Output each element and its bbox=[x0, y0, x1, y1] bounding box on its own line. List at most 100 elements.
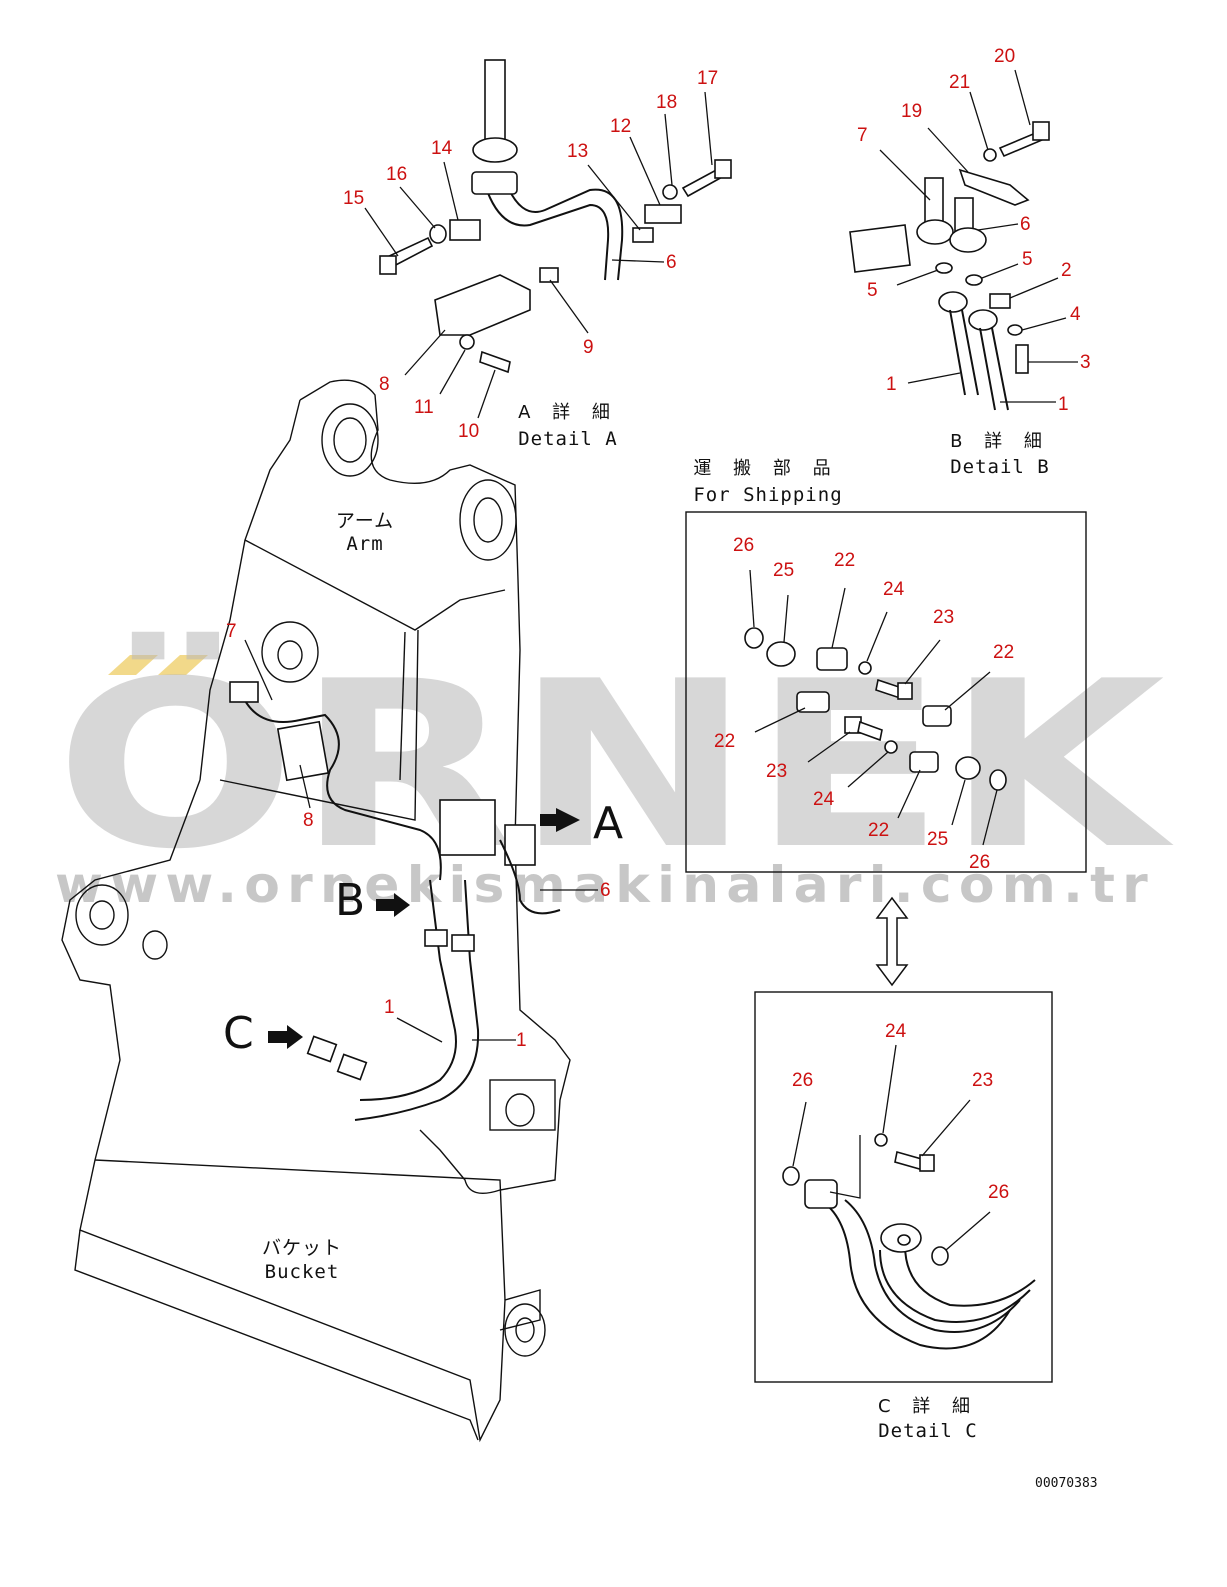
callout-b-4: 4 bbox=[1070, 304, 1081, 325]
detail-a-bolt-10 bbox=[479, 350, 511, 374]
detail-a-bolt-17-head bbox=[714, 159, 732, 179]
arm-rib bbox=[399, 631, 406, 781]
view-arrow-b-icon bbox=[376, 893, 410, 917]
detail-a-pipe-6 bbox=[484, 184, 610, 281]
detail-a-washer-18 bbox=[662, 184, 678, 200]
shipping-frame bbox=[685, 511, 1087, 873]
leader-a-6 bbox=[611, 259, 665, 263]
leader-main-7 bbox=[244, 639, 273, 701]
callout-b-7: 7 bbox=[857, 125, 868, 146]
bucket-back-edge bbox=[94, 1159, 506, 1301]
leader-b-5b bbox=[981, 263, 1019, 279]
detail-b-caption-jp: B 詳 細 bbox=[950, 431, 1050, 452]
detail-a-clamp-13 bbox=[632, 227, 654, 243]
detail-b-flange-6b bbox=[949, 227, 987, 253]
shipping-clamp-22c bbox=[922, 705, 952, 727]
callout-main-1a: 1 bbox=[384, 997, 395, 1018]
callout-a-9: 9 bbox=[583, 337, 594, 358]
leader-b-2 bbox=[1009, 277, 1059, 299]
hose-1-clamp-left bbox=[424, 929, 448, 947]
leader-ship-23a bbox=[904, 639, 941, 685]
shipping-clamp-22d bbox=[909, 751, 939, 773]
detail-a-bracket-8 bbox=[434, 274, 531, 336]
arm-assembly-drawing: A B C 7 8 6 1 1 アーム Arm バケット Bucket bbox=[61, 379, 623, 1443]
shipping-oring-26b bbox=[989, 769, 1007, 791]
leader-b-7 bbox=[879, 149, 931, 201]
hose-1-clamp-right bbox=[451, 934, 475, 952]
shipping-washer-24b bbox=[884, 740, 898, 754]
callout-b-1b: 1 bbox=[1058, 394, 1069, 415]
leader-c-24 bbox=[882, 1044, 897, 1134]
shipping-caption-jp: 運 搬 部 品 bbox=[693, 458, 838, 479]
leader-c-23 bbox=[921, 1099, 971, 1157]
detail-a-clip-9 bbox=[539, 267, 559, 283]
shipping-clamp-22a bbox=[816, 647, 848, 671]
hose-1-fitting-right bbox=[336, 1053, 368, 1081]
watermark-accent-right bbox=[158, 655, 208, 675]
callout-a-8: 8 bbox=[379, 374, 390, 395]
callout-a-13: 13 bbox=[567, 141, 588, 162]
view-label-c: C bbox=[223, 1008, 254, 1059]
leader-c-26a bbox=[792, 1101, 807, 1167]
detail-c-hose-c bbox=[879, 1249, 1031, 1323]
hose-1-fitting-left bbox=[306, 1035, 338, 1063]
detail-a-bolt-15-head bbox=[379, 255, 397, 275]
arm-mid-hole bbox=[277, 640, 303, 670]
leader-a-17 bbox=[704, 91, 713, 166]
detail-a-tube bbox=[484, 59, 506, 141]
callout-b-19: 19 bbox=[901, 101, 922, 122]
detail-a-bracket bbox=[439, 799, 496, 856]
callout-a-6: 6 bbox=[666, 252, 677, 273]
leader-b-4 bbox=[1021, 317, 1067, 331]
view-label-b: B bbox=[335, 875, 365, 926]
detail-b-hose-1b bbox=[979, 327, 1009, 411]
leader-ship-25a bbox=[783, 594, 789, 643]
bucket-left-boss bbox=[75, 884, 129, 946]
callout-ship-24a: 24 bbox=[883, 579, 905, 600]
leader-ship-22b bbox=[754, 707, 806, 733]
callout-b-21: 21 bbox=[949, 72, 970, 93]
callout-a-16: 16 bbox=[386, 164, 407, 185]
callout-ship-22c: 22 bbox=[993, 642, 1014, 663]
detail-a: 17 18 12 13 14 16 15 6 9 8 11 10 A 詳 細 D… bbox=[343, 59, 732, 450]
leader-ship-25b bbox=[951, 779, 966, 826]
leader-ship-24a bbox=[866, 611, 888, 662]
shipping-caption-en: For Shipping bbox=[693, 484, 842, 506]
leader-b-6 bbox=[977, 223, 1019, 231]
leader-a-14 bbox=[443, 161, 459, 221]
detail-b-bolt-3 bbox=[1015, 344, 1029, 374]
shipping-bolt-23a-head bbox=[897, 682, 913, 700]
detail-b-bracket-19 bbox=[958, 168, 1030, 206]
callout-a-12: 12 bbox=[610, 116, 631, 137]
view-arrow-a-icon bbox=[540, 808, 580, 832]
leader-a-15 bbox=[364, 207, 399, 257]
callout-b-3: 3 bbox=[1080, 352, 1091, 373]
callout-b-20: 20 bbox=[994, 46, 1015, 67]
bracket-8 bbox=[276, 720, 330, 782]
callout-b-1a: 1 bbox=[886, 374, 897, 395]
detail-a-clamp-12 bbox=[644, 204, 682, 224]
detail-b-fitting-b bbox=[968, 309, 998, 331]
callout-main-7: 7 bbox=[226, 621, 237, 642]
watermark: ÖRNEK www.ornekismakinalari.com.tr bbox=[55, 631, 1175, 914]
arm-inner-edge bbox=[219, 629, 419, 821]
detail-b-part-2 bbox=[989, 293, 1011, 309]
callout-a-14: 14 bbox=[431, 138, 453, 159]
leader-ship-23b bbox=[807, 731, 851, 763]
leader-a-9 bbox=[549, 279, 589, 334]
detail-b-fitting-a bbox=[938, 291, 968, 313]
callout-b-2: 2 bbox=[1061, 260, 1072, 281]
callout-b-5a: 5 bbox=[867, 280, 878, 301]
detail-b-bolt-20-head bbox=[1032, 121, 1050, 141]
leader-main-8 bbox=[299, 764, 311, 809]
detail-c-frame bbox=[754, 991, 1053, 1383]
leader-ship-22a bbox=[831, 587, 846, 649]
bucket-right-hole bbox=[515, 1317, 535, 1343]
leader-ship-26b bbox=[982, 789, 998, 846]
callout-ship-23b: 23 bbox=[766, 761, 787, 782]
detail-a-flange bbox=[471, 171, 518, 195]
detail-b: 20 21 19 7 6 5 5 2 4 3 1 1 B 詳 細 Detail … bbox=[849, 46, 1091, 478]
detail-a-caption-en: Detail A bbox=[518, 428, 618, 450]
detail-b-washer-21 bbox=[983, 148, 997, 162]
hose-7 bbox=[239, 689, 442, 881]
